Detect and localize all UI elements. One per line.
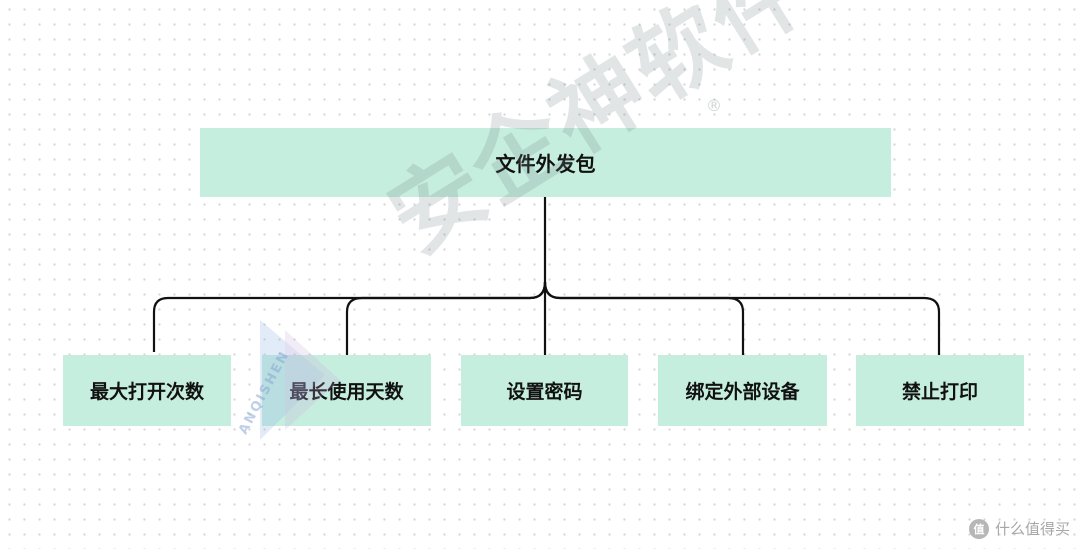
child-node-disable-print: 禁止打印	[856, 355, 1024, 426]
connector-to-bind-device	[543, 281, 745, 355]
child-node-set-password: 设置密码	[461, 355, 628, 426]
child-node-max-open-count: 最大打开次数	[63, 355, 231, 426]
watermark-logo-icon	[260, 320, 340, 440]
corner-brand: 值 什么值得买	[968, 518, 1070, 539]
child-node-label: 最大打开次数	[89, 381, 204, 403]
child-node-label: 绑定外部设备	[685, 381, 800, 403]
root-node-label: 文件外发包	[495, 152, 596, 176]
child-node-bind-external-device: 绑定外部设备	[658, 355, 827, 426]
root-node-file-package: 文件外发包	[200, 128, 891, 197]
child-node-label: 最长使用天数	[289, 381, 404, 403]
child-node-max-use-days: 最长使用天数	[262, 355, 431, 426]
child-node-label: 禁止打印	[901, 381, 978, 403]
brand-text: 什么值得买	[994, 520, 1070, 538]
child-node-label: 设置密码	[506, 381, 583, 403]
brand-badge-icon: 值	[968, 518, 989, 539]
registered-mark-icon: ®	[706, 96, 722, 115]
connector-to-max-use-days	[345, 281, 547, 355]
connector-to-disable-print	[543, 281, 941, 355]
